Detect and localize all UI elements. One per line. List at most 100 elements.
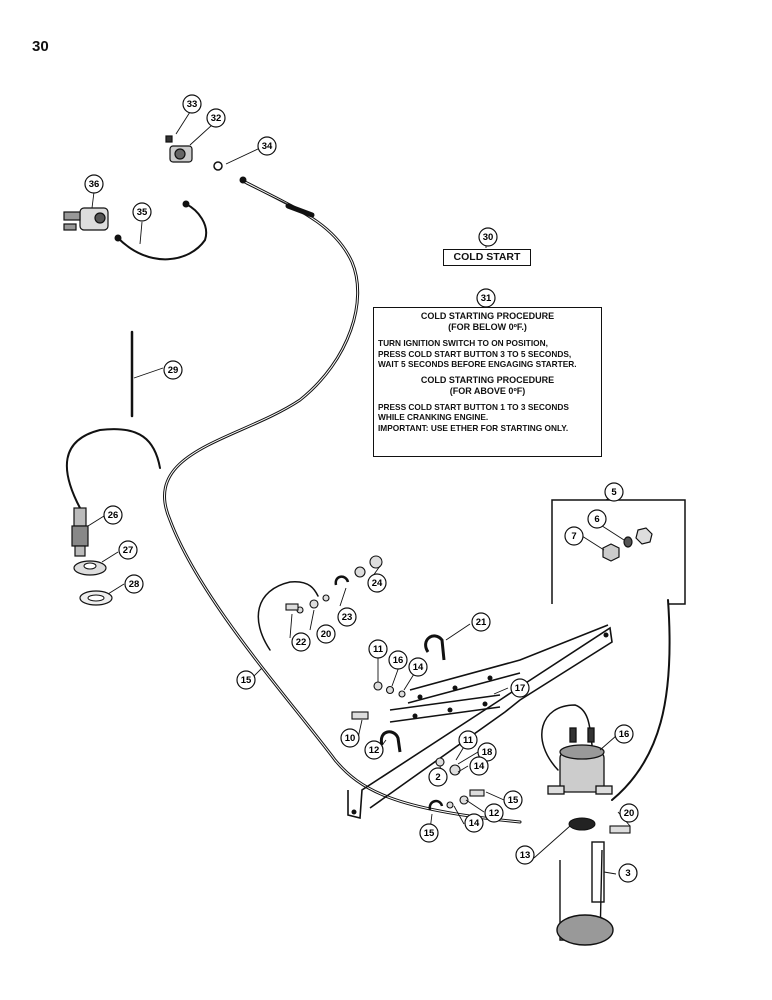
callout-number: 2 (435, 772, 440, 783)
callout-circle (458, 730, 478, 750)
callout-circle (118, 540, 138, 560)
page-number: 30 (32, 38, 49, 55)
grommet-3 (568, 817, 596, 831)
callout-number: 7 (571, 531, 576, 542)
cable-17 (163, 180, 522, 824)
solenoid-2 (547, 727, 613, 795)
callout-circle (469, 756, 489, 776)
callout-circle (619, 803, 639, 823)
callout-circle (587, 509, 607, 529)
decal-heading-1a: COLD STARTING PROCEDURE (420, 311, 555, 321)
callout-circle (510, 678, 530, 698)
bracket-4 (556, 841, 614, 946)
callout-number: 14 (469, 818, 480, 829)
callout-circle (515, 845, 535, 865)
callout-number: 28 (129, 579, 140, 590)
callout-circle (419, 823, 439, 843)
decal-para-2c: IMPORTANT: USE ETHER FOR STARTING ONLY. (378, 422, 569, 433)
callout-number: 34 (262, 141, 273, 152)
callout-circle (428, 767, 448, 787)
callout-number: 20 (624, 808, 635, 819)
callout-circle (182, 94, 202, 114)
callout-circle (337, 607, 357, 627)
callout-circle (368, 639, 388, 659)
clip-11-upper (424, 634, 446, 661)
callout-number: 18 (482, 747, 493, 758)
decal-para-1a: TURN IGNITION SWITCH TO ON POSITION, (378, 338, 548, 348)
callout-circle (124, 574, 144, 594)
callout-circle (484, 803, 504, 823)
callout-number: 15 (508, 795, 519, 806)
callout-number: 10 (345, 733, 356, 744)
callout-number: 36 (89, 179, 100, 190)
callout-circle (236, 670, 256, 690)
nut-34 (213, 161, 223, 171)
callout-circle (364, 740, 384, 760)
callout-number: 13 (520, 850, 531, 861)
cold-start-button-32 (165, 135, 193, 163)
callout-circle (464, 813, 484, 833)
callout-number: 23 (342, 612, 353, 623)
callout-number: 22 (296, 637, 307, 648)
decal-heading-2a: COLD STARTING PROCEDURE (420, 374, 555, 385)
callout-circle (618, 863, 638, 883)
callout-circle (614, 724, 634, 744)
callout-circle (103, 505, 123, 525)
ignition-switch-36 (63, 207, 109, 231)
callout-circle (163, 360, 183, 380)
callout-number: 21 (476, 617, 487, 628)
callout-circle (408, 657, 428, 677)
callout-number: 6 (594, 514, 599, 525)
callout-number: 20 (321, 629, 332, 640)
decal-para-1b: PRESS COLD START BUTTON 3 TO 5 SECONDS, (378, 348, 572, 359)
callout-number: 29 (168, 365, 179, 376)
callout-number: 24 (372, 578, 383, 589)
washer-6 (623, 536, 633, 548)
callout-circle (257, 136, 277, 156)
callout-number: 31 (481, 293, 492, 304)
callout-number: 26 (108, 510, 119, 521)
decal-para-2b: WHILE CRANKING ENGINE. (378, 412, 489, 422)
callout-number: 3 (625, 868, 630, 879)
callout-number: 16 (619, 729, 630, 740)
wire-35 (117, 203, 208, 261)
callout-number: 32 (211, 113, 222, 124)
callout-number: 14 (474, 761, 485, 772)
callout-circle (367, 573, 387, 593)
callout-circle (388, 650, 408, 670)
nut-7 (602, 543, 620, 562)
callout-circle (316, 624, 336, 644)
kit-box-5 (551, 499, 686, 605)
callout-circle (564, 526, 584, 546)
callout-circle (206, 108, 226, 128)
cold-start-badge: COLD START (443, 249, 531, 266)
callout-number: 33 (187, 99, 198, 110)
tube-26 (66, 428, 161, 509)
callout-number: 14 (413, 662, 424, 673)
callout-number: 5 (611, 487, 617, 498)
callout-circle (132, 202, 152, 222)
clip-11-lower (379, 730, 402, 753)
callout-circle (291, 632, 311, 652)
callout-circle (604, 482, 624, 502)
callout-circle (478, 227, 498, 247)
clip-20-lower (428, 799, 444, 811)
callout-number: 16 (393, 655, 404, 666)
callout-number: 12 (489, 808, 500, 819)
clip-20-upper (334, 575, 350, 586)
callout-number: 30 (483, 232, 494, 243)
fitting-26 (71, 507, 89, 557)
callout-circle (340, 728, 360, 748)
callout-number: 35 (137, 207, 148, 218)
callout-number: 15 (424, 828, 435, 839)
callout-number: 27 (123, 545, 134, 556)
callout-number: 15 (241, 675, 252, 686)
callout-number: 12 (369, 745, 380, 756)
callout-circle (503, 790, 523, 810)
callout-number: 17 (515, 683, 526, 694)
callout-circle (471, 612, 491, 632)
callout-number: 11 (373, 644, 384, 655)
decal-para-2a: PRESS COLD START BUTTON 1 TO 3 SECONDS (378, 401, 569, 412)
